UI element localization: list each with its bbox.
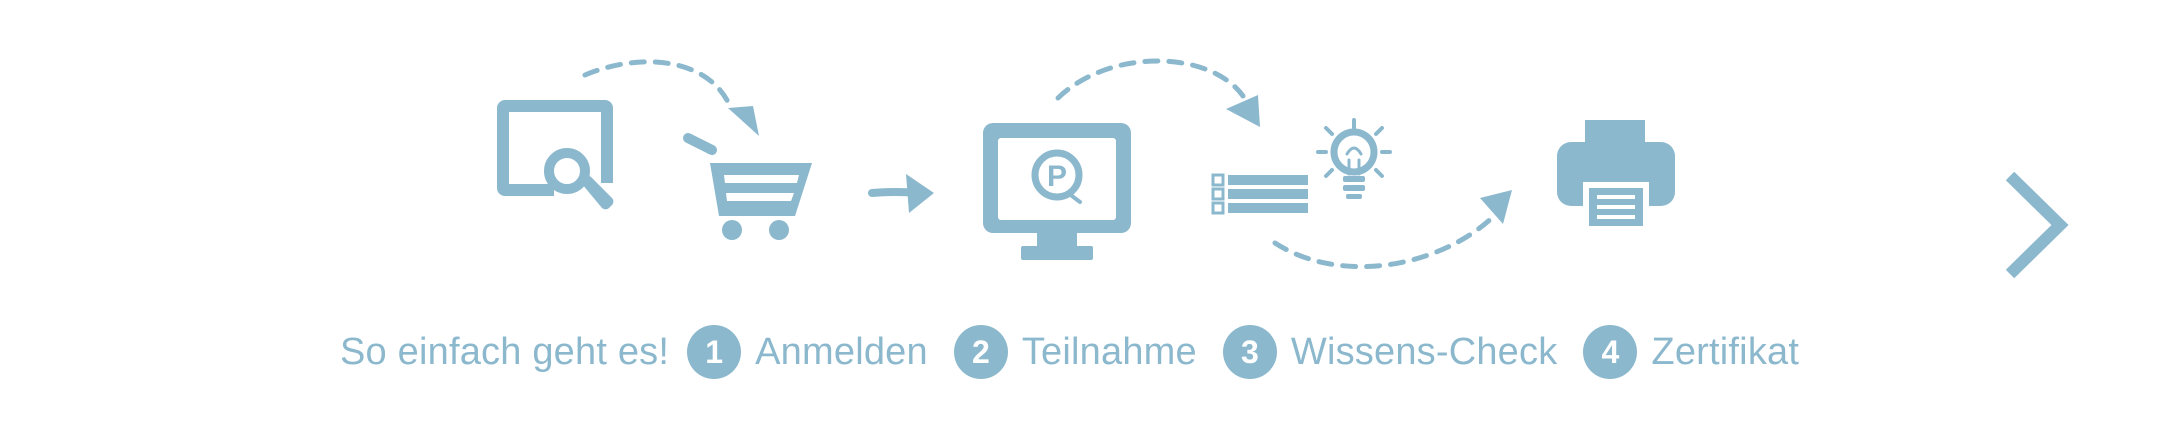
dashed-arrow-2 [1055,58,1260,127]
shopping-cart-icon [683,133,812,240]
chevron-right-icon [2005,171,2069,279]
step-2: 2 Teilnahme [953,325,1197,379]
step-label: Wissens-Check [1290,330,1558,373]
step-number-badge: 4 [1583,325,1638,379]
svg-text:P: P [1047,160,1067,193]
printer-icon [1557,120,1675,228]
steps-caption: So einfach geht es! 1 Anmelden 2 Teilnah… [340,320,1799,384]
step-1: 1 Anmelden [687,325,928,379]
step-4: 4 Zertifikat [1583,325,1799,379]
lightbulb-icon [1316,118,1392,199]
intro-text: So einfach geht es! [340,330,670,373]
step-number-badge: 1 [687,325,742,379]
step-3: 3 Wissens-Check [1222,325,1558,379]
arrow-right-icon [868,174,934,213]
step-label: Teilnahme [1021,330,1197,373]
checklist-icon [1211,173,1308,215]
dashed-arrow-1 [582,59,759,136]
step-number-badge: 2 [953,325,1008,379]
step-label: Anmelden [755,330,928,373]
step-number-badge: 3 [1222,325,1277,379]
next-button[interactable] [2000,170,2080,280]
monitor-icon: P [983,123,1131,260]
dashed-arrow-3 [1272,190,1512,270]
search-document-icon [497,100,614,210]
step-label: Zertifikat [1651,330,1800,373]
